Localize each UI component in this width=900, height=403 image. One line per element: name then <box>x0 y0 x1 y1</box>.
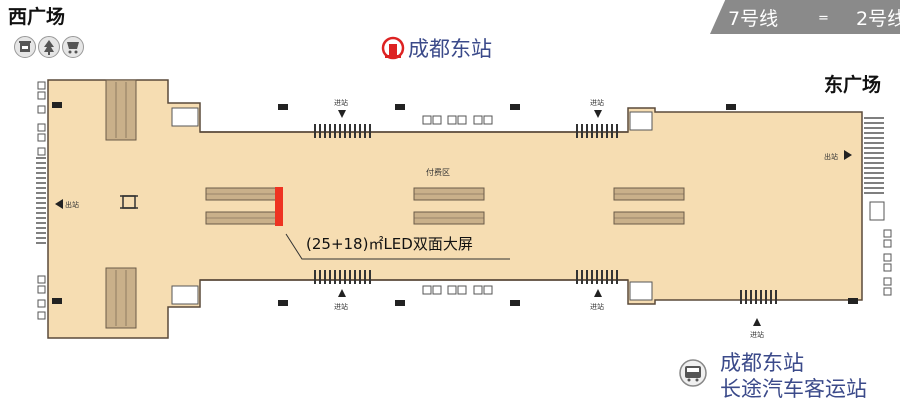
led-screen-label: (25+18)㎡LED双面大屏 <box>306 235 473 253</box>
entrance-arrow-top-left <box>338 110 346 118</box>
west-exit-arrow <box>55 199 63 209</box>
led-screen-marker <box>275 187 283 226</box>
gate-top-left <box>314 124 371 138</box>
metro-line-separator: = <box>818 11 829 26</box>
entrance-arrow-bottom-left <box>338 289 346 297</box>
entrance-label-bottom-right: 进站 <box>590 303 604 311</box>
gate-bottom-left <box>314 270 371 284</box>
concourse-floor <box>47 79 863 339</box>
entrance-label-top-left: 进站 <box>334 99 348 107</box>
kiosk-row-bottom <box>422 285 493 295</box>
west-doors <box>37 81 46 320</box>
east-doors <box>883 229 892 296</box>
metro-line-7[interactable]: 7号线 <box>728 8 779 30</box>
metro-line-2[interactable]: 2号线 <box>856 8 900 30</box>
bus-station-name-line2: 长途汽车客运站 <box>720 377 867 401</box>
metro-line-badge <box>710 0 900 34</box>
gate-east-bottom <box>740 290 777 304</box>
shopping-cart-icon[interactable] <box>62 36 84 58</box>
pillar-symbol <box>120 195 138 209</box>
tree-icon[interactable] <box>38 36 60 58</box>
exit-label-west: 出站 <box>65 201 79 209</box>
gate-bottom-right <box>576 270 618 284</box>
bus-icon <box>679 359 707 387</box>
station-title: 成都东站 <box>408 37 492 61</box>
exit-label-east: 出站 <box>824 153 838 161</box>
entrance-label-top-right: 进站 <box>590 99 604 107</box>
entrance-label-bottom-left: 进站 <box>334 303 348 311</box>
entrance-arrow-top-right <box>594 110 602 118</box>
east-square-title: 东广场 <box>824 74 882 96</box>
east-exit-arrow <box>844 150 852 160</box>
gate-top-right <box>576 124 618 138</box>
kiosk-row-top <box>422 115 493 125</box>
entrance-arrow-bottom-right <box>594 289 602 297</box>
east-gate <box>864 117 884 194</box>
west-square-title: 西广场 <box>8 6 66 28</box>
ticket-office-icon[interactable] <box>14 36 36 58</box>
railway-logo-icon <box>381 36 405 60</box>
paid-area-label: 付费区 <box>426 168 450 177</box>
bus-station-name-line1: 成都东站 <box>720 351 804 375</box>
led-leader-line <box>285 233 510 260</box>
west-escalators <box>105 79 137 329</box>
west-gate <box>36 157 46 244</box>
entrance-arrow-east <box>753 318 761 326</box>
wall-blocks <box>52 102 858 306</box>
entrance-label-east: 进站 <box>750 331 764 339</box>
